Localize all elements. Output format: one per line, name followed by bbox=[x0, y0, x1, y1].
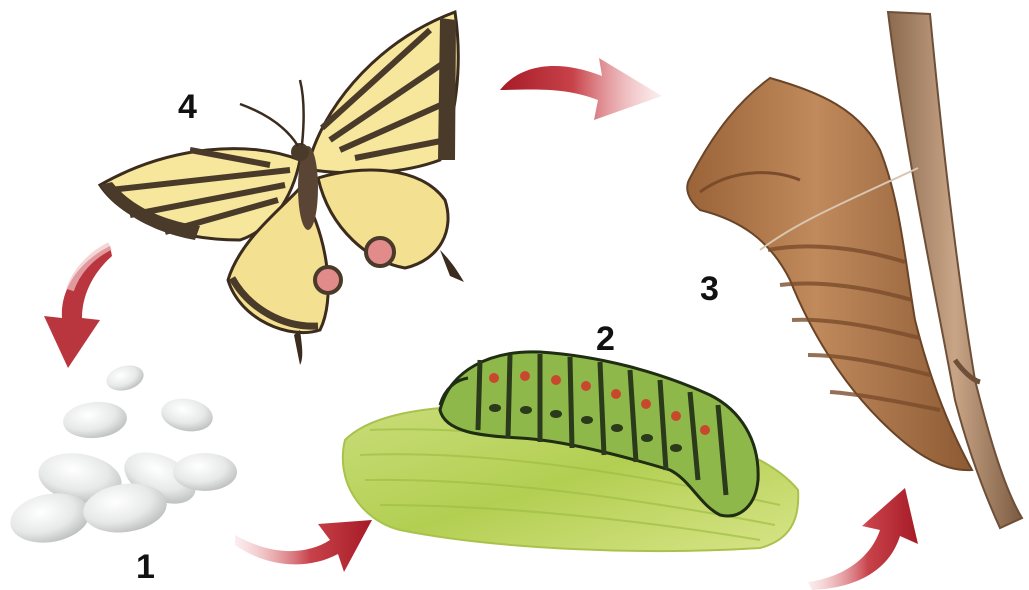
arrow-4-to-1 bbox=[44, 246, 112, 368]
egg bbox=[173, 453, 237, 491]
egg bbox=[159, 395, 216, 436]
stage-label-1: 1 bbox=[136, 550, 155, 584]
arrow-3-to-4 bbox=[500, 58, 662, 120]
arrow-2-to-3 bbox=[808, 488, 918, 590]
egg bbox=[62, 399, 129, 440]
stage-label-3: 3 bbox=[700, 272, 719, 306]
stage-label-2: 2 bbox=[596, 322, 615, 356]
arrow-1-to-2 bbox=[235, 520, 372, 572]
butterfly-antennae bbox=[240, 80, 304, 146]
butterfly-illustration bbox=[100, 12, 464, 365]
stage-label-4: 4 bbox=[178, 90, 197, 124]
butterfly-right-forewing bbox=[312, 12, 458, 173]
eggs-illustration bbox=[6, 361, 237, 548]
caterpillar-illustration bbox=[343, 352, 798, 551]
egg bbox=[104, 361, 147, 394]
